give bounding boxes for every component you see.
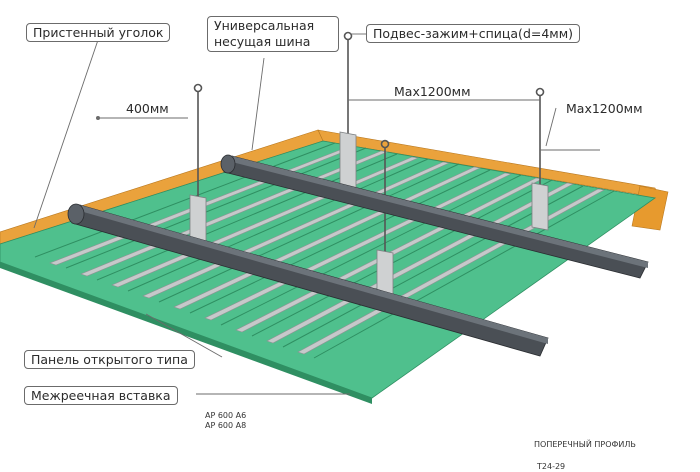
dimension-400: 400мм: [126, 101, 169, 116]
hanger-clamps: [189, 131, 549, 299]
leader-lines: [33, 33, 600, 395]
product-code-a6: AP 600 A6: [205, 411, 247, 420]
carrier-rail-label: Универсальная несущая шина: [207, 16, 339, 52]
insert-label: Межреечная вставка: [24, 386, 178, 405]
panel-front-lip: [0, 262, 372, 404]
cross-profile-label: ПОПЕРЕЧНЫЙ ПРОФИЛЬ: [534, 440, 636, 449]
hanger-label: Подвес-зажим+спица(d=4мм): [366, 24, 581, 43]
panel-label: Панель открытого типа: [24, 350, 195, 369]
dim-point: [96, 116, 100, 120]
dimension-max1200-b: Max1200мм: [566, 101, 643, 116]
dimension-max1200-a: Max1200мм: [394, 84, 471, 99]
product-code-a8: AP 600 A8: [205, 421, 247, 430]
carrier-rail-label-line2: несущая шина: [214, 34, 311, 49]
t24-label: T24-29: [537, 462, 566, 471]
carrier-rail-label-line1: Универсальная: [214, 18, 315, 33]
wall-angle-label: Пристенный уголок: [26, 23, 171, 42]
carrier-rails: [67, 154, 649, 357]
